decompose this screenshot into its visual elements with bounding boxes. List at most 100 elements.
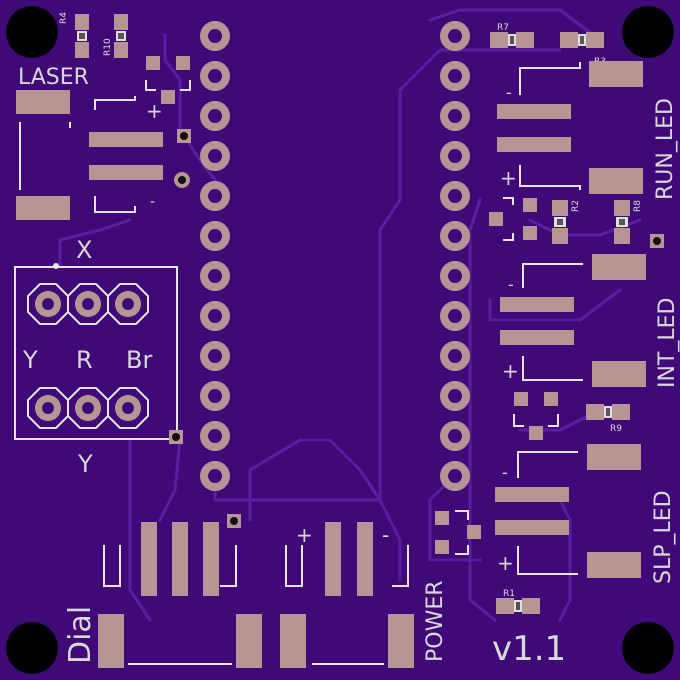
joystick-outline	[14, 266, 178, 440]
label-dial: Dial	[63, 606, 98, 664]
via-joystick-hole	[172, 433, 180, 441]
resistor-r2	[552, 200, 568, 244]
joystick-pin	[67, 387, 109, 429]
header-right-pin	[440, 101, 470, 131]
header-left-pin	[200, 101, 230, 131]
run-cap-minus: -	[506, 83, 512, 102]
header-left-pin	[200, 341, 230, 371]
header-right-pin	[440, 301, 470, 331]
header-right	[440, 21, 470, 491]
int-cap-minus: -	[508, 275, 514, 294]
transistor-q-bottom	[435, 510, 481, 555]
header-left-pin	[200, 421, 230, 451]
laser-cap-plus: +	[146, 99, 163, 123]
mounting-hole-top-left	[6, 6, 58, 58]
slp-cap-plus: +	[497, 551, 514, 575]
header-right-pin	[440, 461, 470, 491]
via-dial-hole	[230, 517, 238, 525]
ref-r7: R7	[497, 23, 509, 33]
run-led-pad-bottom	[589, 168, 643, 194]
header-right-pin	[440, 221, 470, 251]
int-led-pad-top	[592, 254, 646, 280]
slp-led-pad-top	[587, 444, 641, 470]
joystick-pin	[67, 283, 109, 325]
joystick-pin	[107, 283, 149, 325]
ref-r1: R1	[503, 589, 515, 599]
via-run-hole	[653, 237, 661, 245]
joystick-pins-top	[27, 283, 149, 325]
transistor-q-right-mid	[513, 392, 559, 440]
resistor-unlabeled-top	[560, 32, 604, 48]
header-right-pin	[440, 141, 470, 171]
header-left-pin	[200, 21, 230, 51]
run-led-pad-top	[589, 61, 643, 87]
label-r: R	[76, 346, 93, 374]
ref-r4: R4	[59, 12, 69, 24]
power-minus: -	[382, 523, 389, 547]
header-right-pin	[440, 261, 470, 291]
int-cap-plus: +	[502, 359, 519, 383]
label-laser: LASER	[18, 65, 89, 90]
label-x: X	[76, 236, 92, 264]
label-y-bottom: Y	[77, 450, 93, 478]
header-left-pin	[200, 181, 230, 211]
header-left	[200, 21, 230, 491]
run-cap-plus: +	[500, 166, 517, 190]
header-right-pin	[440, 341, 470, 371]
mounting-hole-bottom-right	[622, 622, 674, 674]
ref-r10: R10	[103, 38, 113, 56]
ref-r9: R9	[610, 424, 622, 434]
header-right-pin	[440, 61, 470, 91]
mounting-hole-top-right	[622, 6, 674, 58]
transistor-q-top-left	[145, 56, 191, 104]
header-right-pin	[440, 421, 470, 451]
capacitor-int	[500, 263, 583, 381]
header-left-pin	[200, 461, 230, 491]
header-left-pin	[200, 261, 230, 291]
header-right-pin	[440, 21, 470, 51]
capacitor-slp	[495, 451, 578, 575]
slp-cap-minus: -	[502, 463, 508, 482]
label-slp-led: SLP_LED	[651, 490, 676, 584]
power-plus: +	[296, 523, 313, 547]
int-led-pad-bottom	[592, 361, 646, 387]
joystick-pins-bottom	[27, 387, 149, 429]
header-left-pin	[200, 61, 230, 91]
power-switch	[280, 522, 414, 668]
capacitor-laser	[89, 132, 163, 180]
transistor-q-right-top	[489, 197, 537, 241]
joystick-pin	[27, 387, 69, 429]
joystick-pin	[107, 387, 149, 429]
slp-led-pad-bottom	[587, 552, 641, 578]
header-left-pin	[200, 381, 230, 411]
label-version: v1.1	[492, 629, 566, 669]
mounting-hole-bottom-left	[6, 622, 58, 674]
label-power: POWER	[423, 580, 448, 662]
resistor-r10	[114, 14, 128, 58]
laser-connector	[16, 90, 136, 220]
label-y-top: Y	[22, 346, 38, 374]
header-left-pin	[200, 221, 230, 251]
laser-cap-minus: -	[150, 194, 155, 210]
resistor-r8	[614, 200, 630, 244]
resistor-r9	[586, 404, 630, 420]
resistor-r4	[75, 14, 89, 58]
label-int-led: INT_LED	[655, 298, 680, 388]
via-laser-a-hole	[180, 132, 188, 140]
header-right-pin	[440, 181, 470, 211]
label-run-led: RUN_LED	[653, 98, 678, 200]
header-left-pin	[200, 141, 230, 171]
ref-r2: R2	[571, 200, 581, 212]
resistor-r1	[496, 598, 540, 614]
header-left-pin	[200, 301, 230, 331]
capacitor-run	[497, 62, 581, 190]
ref-r8: R8	[633, 200, 643, 212]
via-laser-b-hole	[178, 176, 186, 184]
label-br: Br	[126, 346, 152, 374]
joystick-pin	[27, 283, 69, 325]
header-right-pin	[440, 381, 470, 411]
resistor-r7	[490, 32, 534, 48]
dial-switch	[98, 522, 262, 668]
